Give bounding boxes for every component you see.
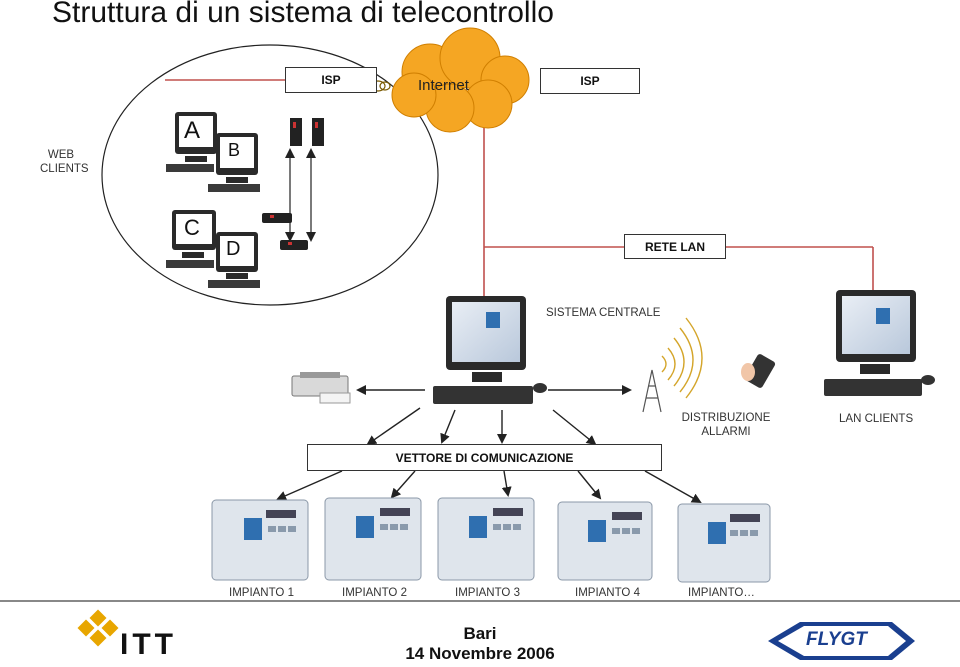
monitor-letter-d: D <box>226 238 241 260</box>
itt-logo-text: ITT <box>120 628 177 661</box>
controller-panel-icon <box>324 497 422 581</box>
footer-city: Bari <box>463 624 497 643</box>
controller-panel-icon <box>211 499 309 581</box>
impianto-label: IMPIANTO 3 <box>455 587 520 599</box>
central-computer-icon <box>433 296 547 404</box>
vettore-box: VETTORE DI COMUNICAZIONE <box>307 444 662 471</box>
computer-icon <box>166 112 217 172</box>
arrow <box>276 470 343 501</box>
distribuzione-label-line2: ALLARMI <box>701 425 751 438</box>
internet-label: Internet <box>418 77 469 94</box>
impianto-label: IMPIANTO… <box>688 587 755 599</box>
web-clients-circle <box>101 44 439 306</box>
arrow <box>390 470 416 499</box>
controller-panel-icon <box>437 497 535 581</box>
controller-panel-icon <box>677 503 771 583</box>
slide-title: Struttura di un sistema di telecontrollo <box>52 0 554 29</box>
distribuzione-label-line1: DISTRIBUZIONE <box>681 412 771 424</box>
lan-client-computer-icon <box>824 290 935 396</box>
footer-date: 14 Novembre 2006 <box>405 644 555 663</box>
isp-label: ISP <box>580 74 600 88</box>
monitor-letter-a: A <box>184 117 201 144</box>
monitor-letter-b: B <box>228 140 241 160</box>
computer-icon <box>208 232 260 288</box>
impianto-label: IMPIANTO 1 <box>229 587 294 599</box>
modem-icon <box>290 118 324 146</box>
arrow <box>644 470 702 503</box>
internet-cloud <box>391 27 530 133</box>
web-clients-label-line1: WEB <box>47 149 75 161</box>
web-clients-label-line2: CLIENTS <box>40 162 89 175</box>
controller-panel-icon <box>557 501 653 581</box>
computer-icon <box>208 133 260 192</box>
distribuzione-allarmi-label: DISTRIBUZIONE ALLARMI <box>676 412 776 440</box>
footer-divider <box>0 600 960 602</box>
itt-logo-icon <box>77 609 119 647</box>
arrow <box>501 470 512 497</box>
pager-icon <box>741 354 776 388</box>
isp-box-right: ISP <box>540 68 640 94</box>
radio-waves-icon <box>661 317 703 399</box>
flygt-logo-text: FLYGT <box>806 629 867 650</box>
computer-icon <box>166 210 216 268</box>
arrow <box>577 470 602 500</box>
monitor-letter-c: C <box>184 215 200 240</box>
isp-box-left: ISP <box>285 67 377 93</box>
impianto-label: IMPIANTO 2 <box>342 587 407 599</box>
network-lines <box>165 79 874 296</box>
rete-lan-label: RETE LAN <box>645 239 705 254</box>
antenna-icon <box>642 369 662 413</box>
router-icon <box>262 213 308 250</box>
isp-label: ISP <box>321 73 341 87</box>
vettore-label: VETTORE DI COMUNICAZIONE <box>395 450 574 465</box>
rete-lan-box: RETE LAN <box>624 234 726 259</box>
lan-clients-label: LAN CLIENTS <box>839 413 914 425</box>
arrow <box>366 407 421 446</box>
flygt-logo-icon <box>768 622 915 660</box>
impianto-label: IMPIANTO 4 <box>575 587 640 599</box>
arrow <box>440 409 456 444</box>
sistema-centrale-label: SISTEMA CENTRALE <box>546 307 661 319</box>
web-clients-label: WEB CLIENTS <box>40 149 89 177</box>
arrow <box>552 409 597 446</box>
printer-icon <box>291 372 351 404</box>
